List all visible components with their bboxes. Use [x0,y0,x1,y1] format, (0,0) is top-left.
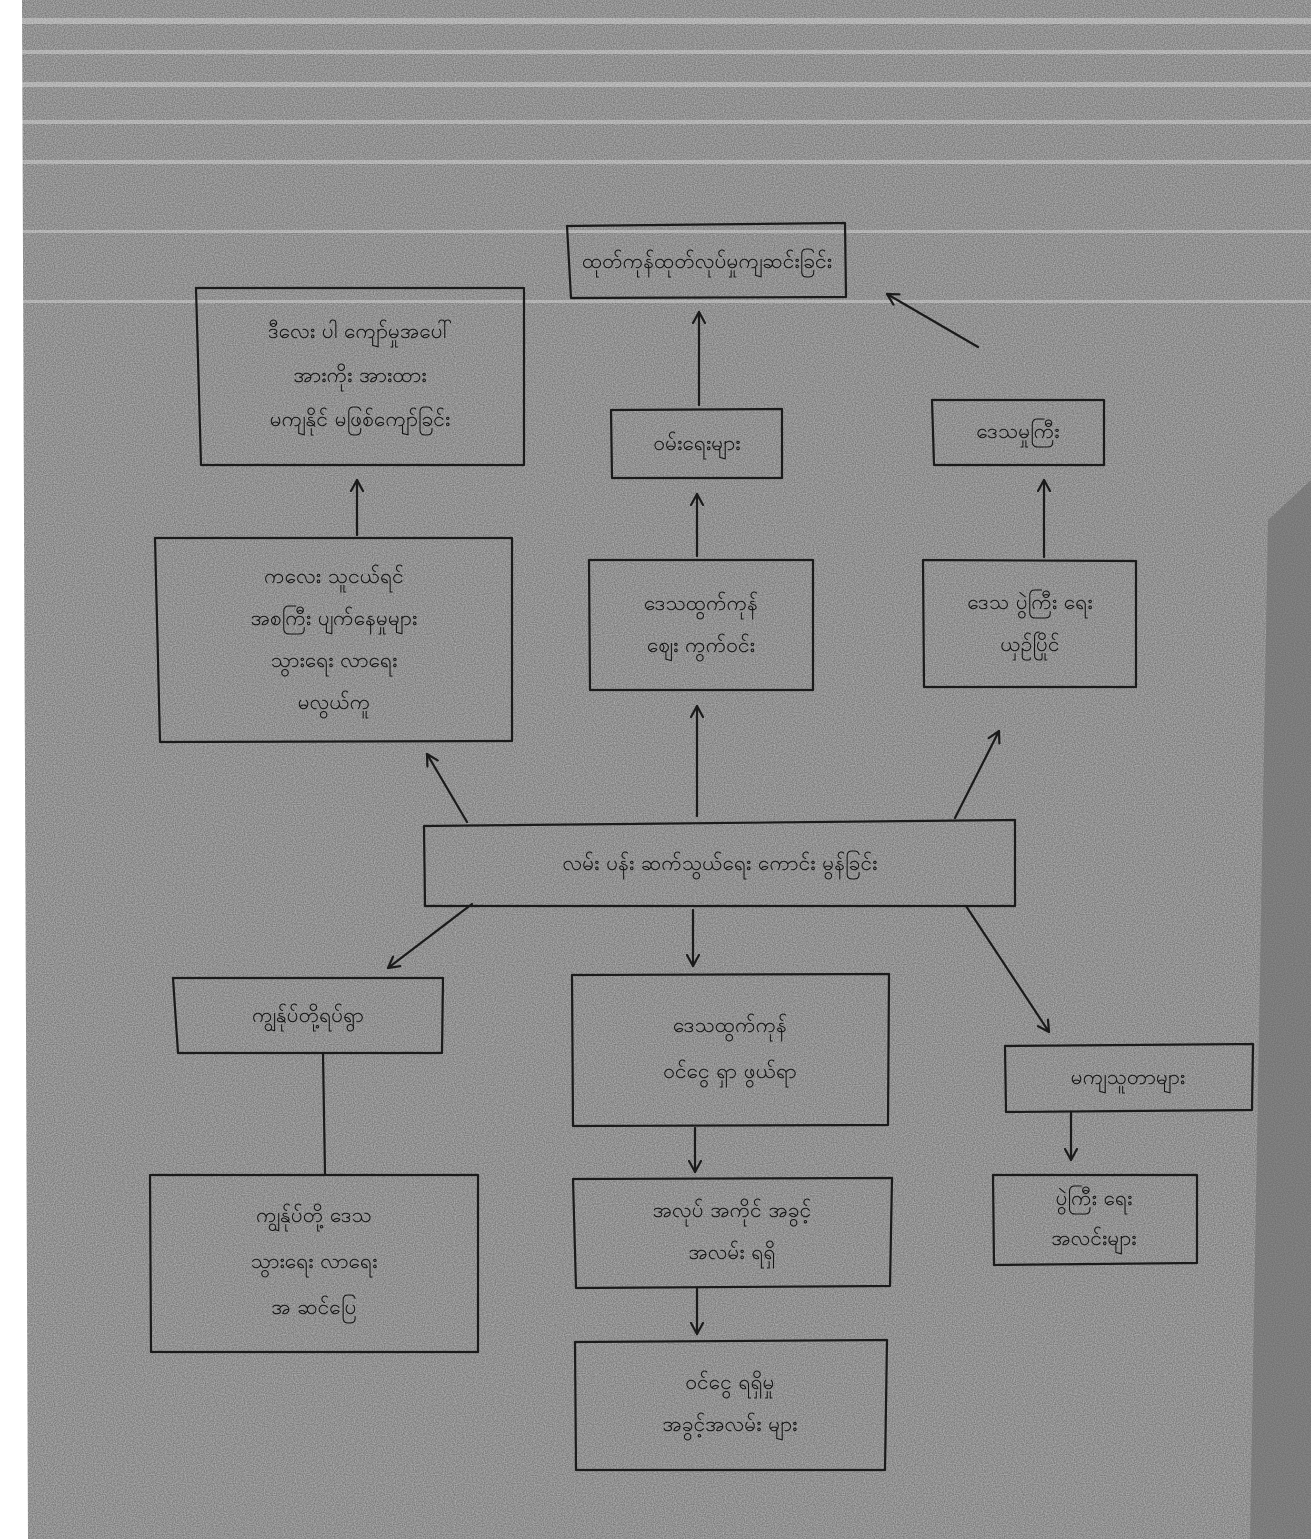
node-mid-left-line-1: အစကြီး ပျက်နေမှုများ [251,604,418,635]
arrow-center-to-lower-right [964,904,1051,1034]
box-upper-mid [609,407,784,480]
box-bottom-right [991,1173,1199,1267]
box-center [422,818,1017,908]
arrow-upper-right-to-top [885,292,980,349]
paper-right-shadow [1250,480,1311,1539]
boxes [148,221,1255,1472]
scan-streaks [22,18,1311,303]
arrows [321,292,1071,1336]
node-upper-right-line-0: ဒေသမှုကြီး [976,417,1059,448]
paper-grain [22,0,1311,1539]
line-lower-left-to-bottom-left [321,1052,327,1176]
box-lower-right [1003,1042,1255,1114]
box-mid-right [921,558,1138,689]
box-upper-right [930,398,1106,467]
arrow-center-to-lower-left [386,902,474,970]
box-bottom-left [148,1173,480,1354]
box-top [565,221,848,300]
box-mid-mid [587,558,815,692]
box-upper-left [194,286,526,467]
box-lower-mid [570,972,891,1128]
box-mid-left [153,536,514,744]
box-bottom-mid1 [571,1176,894,1290]
node-bottom-left-line-2: အ ဆင်ပြေ [271,1293,356,1324]
node-top-line-0: ထုတ်ကုန်ထုတ်လုပ်မှုကျဆင်းခြင်း [582,247,832,278]
box-bottom-mid2 [573,1338,889,1472]
node-upper-left-line-2: မကျနိုင် မဖြစ်ကျော်ခြင်း [270,405,451,436]
arrow-center-to-mid-right [953,729,999,820]
arrow-center-to-mid-left [425,752,469,824]
box-lower-left [171,976,445,1055]
